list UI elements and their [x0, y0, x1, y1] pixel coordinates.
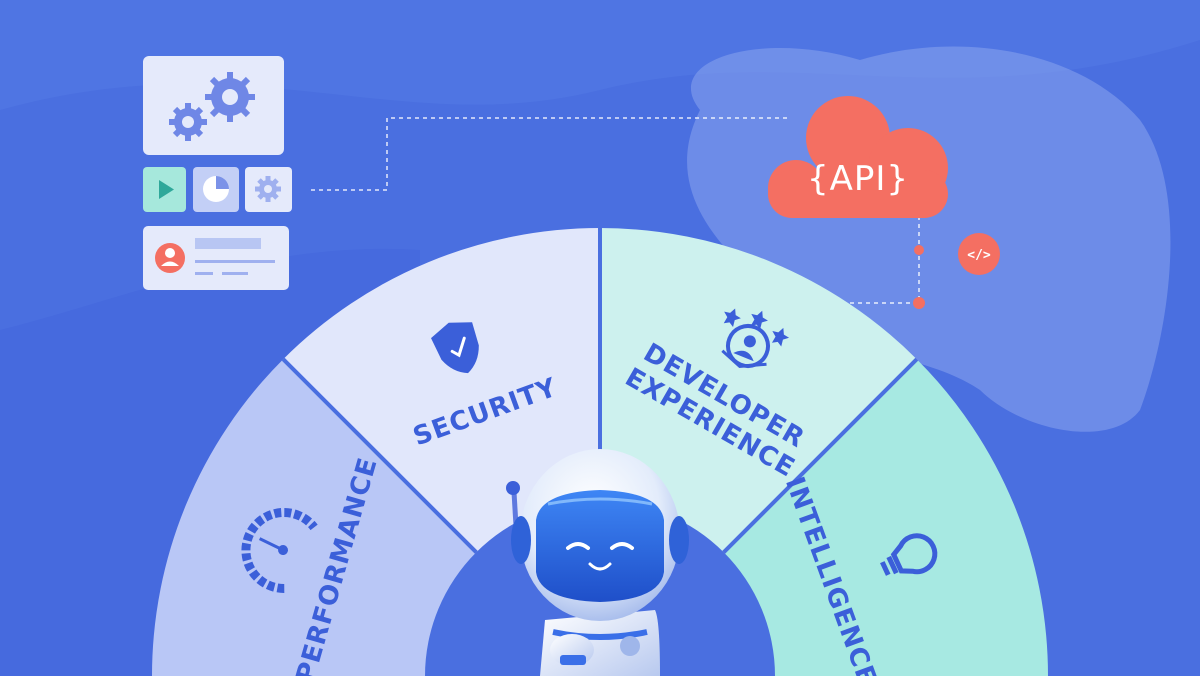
gauge-icon — [241, 507, 318, 593]
code-badge — [958, 233, 1000, 275]
gear-icon — [255, 176, 281, 202]
segment-intelligence — [723, 359, 1048, 676]
profile-line-3 — [195, 272, 213, 275]
user-avatar-icon — [155, 243, 185, 273]
connector-dot-2 — [913, 297, 925, 309]
segment-developer-experience — [600, 228, 917, 553]
profile-line-1 — [195, 238, 261, 249]
cloud-icon — [768, 96, 948, 218]
pie-chart-icon — [203, 176, 229, 202]
developer-stars-icon — [721, 308, 790, 368]
background-wave — [0, 0, 1200, 110]
play-icon — [159, 180, 174, 199]
profile-line-4 — [222, 272, 248, 275]
code-icon: </> — [967, 248, 991, 263]
shield-check-icon — [431, 322, 479, 374]
connector-dot-1 — [914, 245, 924, 255]
segment-security — [283, 228, 600, 553]
connector-panel-to-api — [311, 117, 790, 191]
api-label: {API} — [807, 159, 909, 199]
robot-mascot — [506, 449, 689, 676]
segment-performance — [152, 359, 477, 676]
profile-line-2 — [195, 260, 275, 263]
gears-icon — [169, 72, 255, 141]
lightbulb-icon — [880, 533, 938, 576]
